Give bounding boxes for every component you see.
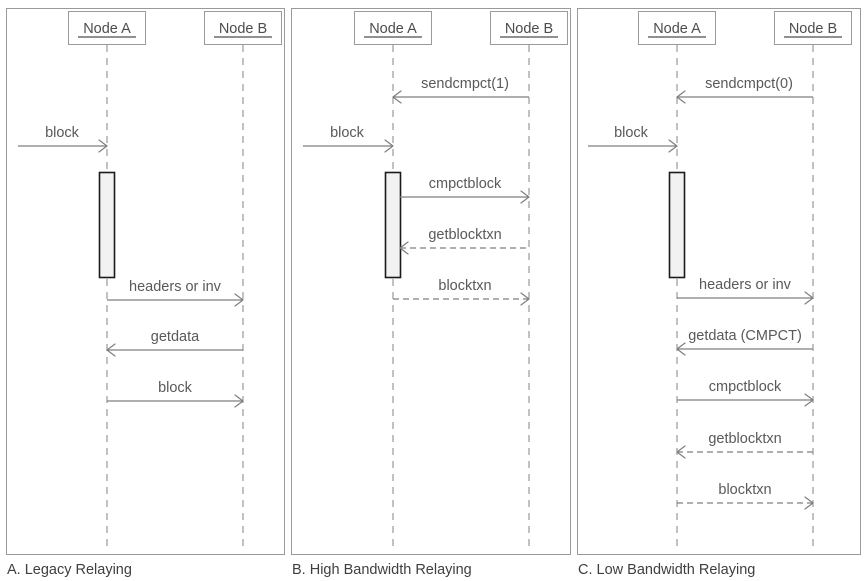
panel-c-message-block-in-label: block	[614, 125, 649, 141]
panel-c-message-sendcmpct-arrowhead	[676, 90, 686, 104]
panel-c-message-cmpctblock-arrowhead	[804, 393, 814, 407]
panel-c-message-cmpctblock-label: cmpctblock	[709, 379, 782, 395]
panel-c-node-a-box	[638, 11, 716, 45]
panel-a-message-block-out-arrowhead	[234, 394, 244, 408]
panel-a-caption: A. Legacy Relaying	[7, 562, 132, 578]
panel-c-message-blocktxn-arrowhead	[804, 496, 814, 510]
panel-b-message-blocktxn-arrowhead	[520, 292, 530, 306]
panel-c-message-sendcmpct: sendcmpct(0)	[676, 76, 813, 104]
panel-c-message-block-in: block	[588, 125, 678, 153]
panel-a-message-getdata-arrowhead	[106, 343, 116, 357]
panel-a-participant-node-b[interactable]: Node B	[204, 11, 282, 45]
panel-a-message-block-out-label: block	[158, 380, 193, 396]
panel-a-message-getdata-label: getdata	[151, 329, 200, 345]
panel-b-message-sendcmpct-arrowhead	[392, 90, 402, 104]
panel-b-node-a-box	[354, 11, 432, 45]
panel-b-node-b-box	[490, 11, 568, 45]
panel-c-message-getdata-cmpct: getdata (CMPCT)	[676, 328, 813, 356]
panel-c-message-sendcmpct-label: sendcmpct(0)	[705, 76, 793, 92]
panel-b-message-blocktxn-label: blocktxn	[438, 278, 491, 294]
panel-a-message-headers-or-inv: headers or inv	[107, 279, 244, 307]
panel-c-node-b-box	[774, 11, 852, 45]
panel-a-message-block-in-arrowhead	[98, 139, 108, 153]
panel-b-participant-node-b[interactable]: Node B	[490, 11, 568, 45]
panel-c-node-b-label: Node B	[789, 21, 837, 37]
panel-b-node-a-label: Node A	[369, 21, 417, 37]
panel-a-activation-node-a	[98, 171, 116, 279]
panel-b-node-b-label: Node B	[505, 21, 553, 37]
panel-b-activation-node-a	[384, 171, 402, 279]
panel-c-caption: C. Low Bandwidth Relaying	[578, 562, 755, 578]
panel-b-message-block-in-label: block	[330, 125, 365, 141]
panel-c-message-getblocktxn-label: getblocktxn	[708, 431, 781, 447]
panel-b-message-cmpctblock-arrowhead	[520, 190, 530, 204]
panel-c-message-blocktxn: blocktxn	[677, 482, 814, 510]
panel-c-message-headers-or-inv-label: headers or inv	[699, 277, 792, 293]
panel-a-message-headers-or-inv-arrowhead	[234, 293, 244, 307]
panel-b-message-block-in-arrowhead	[384, 139, 394, 153]
panel-a-node-a-box	[68, 11, 146, 45]
panel-b-message-sendcmpct-label: sendcmpct(1)	[421, 76, 509, 92]
panel-b-frame	[291, 8, 571, 555]
panel-c-message-block-in-arrowhead	[668, 139, 678, 153]
panel-b-message-getblocktxn-arrowhead	[399, 241, 409, 255]
panel-a-node-b-box	[204, 11, 282, 45]
panel-c-node-a-label: Node A	[653, 21, 701, 37]
panel-c-participant-node-a[interactable]: Node A	[638, 11, 716, 45]
panel-c-message-headers-or-inv-arrowhead	[804, 291, 814, 305]
panel-b-message-blocktxn: blocktxn	[393, 278, 530, 306]
panel-b-message-cmpctblock: cmpctblock	[400, 176, 530, 204]
panel-c-message-getdata-cmpct-label: getdata (CMPCT)	[688, 328, 802, 344]
panel-a-message-block-in-label: block	[45, 125, 80, 141]
panel-a-frame	[6, 8, 285, 555]
panel-a-message-getdata: getdata	[106, 329, 243, 357]
panel-b-message-cmpctblock-label: cmpctblock	[429, 176, 502, 192]
panel-c-message-getblocktxn-arrowhead	[676, 445, 686, 459]
panel-b-participant-node-a[interactable]: Node A	[354, 11, 432, 45]
panel-c-message-getblocktxn: getblocktxn	[676, 431, 813, 459]
panel-c: Node A Node B sendcmpct(0) block headers…	[577, 8, 861, 578]
panel-a-message-headers-or-inv-label: headers or inv	[129, 279, 222, 295]
panel-b-message-sendcmpct: sendcmpct(1)	[392, 76, 529, 104]
panel-c-message-getdata-cmpct-arrowhead	[676, 342, 686, 356]
panel-c-message-headers-or-inv: headers or inv	[677, 277, 814, 305]
panel-a-node-b-label: Node B	[219, 21, 267, 37]
panel-a-message-block-in: block	[18, 125, 108, 153]
panel-a: Node A Node B block headers or inv getda…	[6, 8, 285, 578]
panel-b-message-getblocktxn: getblocktxn	[399, 227, 529, 255]
panel-b-message-getblocktxn-label: getblocktxn	[428, 227, 501, 243]
panel-a-node-a-label: Node A	[83, 21, 131, 37]
panel-b-caption: B. High Bandwidth Relaying	[292, 562, 472, 578]
panel-c-message-blocktxn-label: blocktxn	[718, 482, 771, 498]
panel-c-participant-node-b[interactable]: Node B	[774, 11, 852, 45]
panel-b: Node A Node B sendcmpct(1) block cmpctbl…	[291, 8, 571, 578]
panel-b-message-block-in: block	[303, 125, 394, 153]
panel-c-message-cmpctblock: cmpctblock	[677, 379, 814, 407]
panel-a-message-block-out: block	[107, 380, 244, 408]
panel-a-participant-node-a[interactable]: Node A	[68, 11, 146, 45]
panel-c-activation-node-a	[668, 171, 686, 279]
